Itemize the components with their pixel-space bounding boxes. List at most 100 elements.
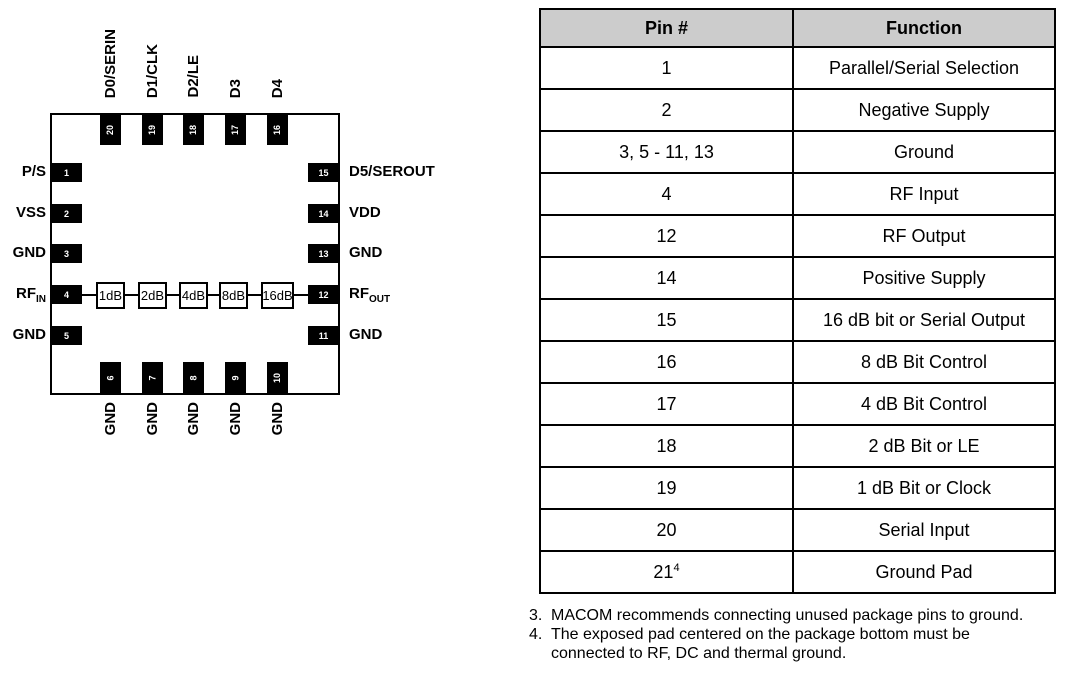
pin-4: 4 bbox=[51, 285, 82, 304]
pin-7: 7 bbox=[142, 362, 163, 393]
pin-18: 18 bbox=[183, 114, 204, 145]
function-cell: Positive Supply bbox=[792, 256, 1056, 300]
pin-number: 20 bbox=[105, 124, 116, 135]
pin-number: 18 bbox=[188, 124, 199, 135]
pin-number: 14 bbox=[318, 208, 329, 219]
pin-label: RFOUT bbox=[349, 285, 391, 305]
attenuator-block: 16dB bbox=[261, 282, 294, 309]
pin-label: RFIN bbox=[16, 285, 46, 305]
pin-number: 7 bbox=[147, 374, 158, 381]
pin-cell: 15 bbox=[539, 298, 794, 342]
function-cell: Ground bbox=[792, 130, 1056, 174]
pin-5: 5 bbox=[51, 326, 82, 345]
package-outline bbox=[50, 113, 340, 395]
pin-13: 13 bbox=[308, 244, 339, 263]
pin-number: 12 bbox=[318, 289, 329, 300]
pin-16: 16 bbox=[267, 114, 288, 145]
pin-label: VSS bbox=[15, 204, 46, 221]
pin-11: 11 bbox=[308, 326, 339, 345]
function-cell: 16 dB bit or Serial Output bbox=[792, 298, 1056, 342]
attenuator-block: 2dB bbox=[138, 282, 167, 309]
function-column-header: Function bbox=[792, 8, 1056, 48]
pin-6: 6 bbox=[100, 362, 121, 393]
pin-19: 19 bbox=[142, 114, 163, 145]
function-cell: Ground Pad bbox=[792, 550, 1056, 594]
pin-label: GND bbox=[102, 402, 119, 436]
pin-cell: 17 bbox=[539, 382, 794, 426]
function-cell: Serial Input bbox=[792, 508, 1056, 552]
footnote-text: MACOM recommends connecting unused packa… bbox=[551, 607, 1024, 624]
pin-14: 14 bbox=[308, 204, 339, 223]
footnote-number: 4. bbox=[529, 626, 543, 643]
pin-number: 4 bbox=[63, 289, 69, 300]
pin-cell: 214 bbox=[539, 550, 794, 594]
function-cell: Parallel/Serial Selection bbox=[792, 46, 1056, 90]
pin-number: 17 bbox=[230, 124, 241, 135]
pin-cell: 20 bbox=[539, 508, 794, 552]
pin-cell: 4 bbox=[539, 172, 794, 216]
attenuator-block: 4dB bbox=[179, 282, 208, 309]
pin-number: 15 bbox=[318, 167, 329, 178]
pin-label: D5/SEROUT bbox=[349, 163, 435, 180]
pin-cell: 16 bbox=[539, 340, 794, 384]
pin-label: D0/SERIN bbox=[102, 28, 119, 98]
pin-label: D1/CLK bbox=[144, 43, 161, 98]
footnote: 3. MACOM recommends connecting unused pac… bbox=[529, 606, 1041, 625]
function-cell: 4 dB Bit Control bbox=[792, 382, 1056, 426]
pin-number: 3 bbox=[63, 248, 69, 259]
pin-label: P/S bbox=[21, 163, 46, 180]
pin-number: 6 bbox=[105, 374, 116, 381]
pin-number: 1 bbox=[63, 167, 69, 178]
function-cell: Negative Supply bbox=[792, 88, 1056, 132]
pin-label: GND bbox=[12, 326, 46, 343]
pin-number: 8 bbox=[188, 374, 199, 381]
pin-10: 10 bbox=[267, 362, 288, 393]
pin-label: GND bbox=[269, 402, 286, 436]
pin-label: GND bbox=[144, 402, 161, 436]
pin-cell: 18 bbox=[539, 424, 794, 468]
pin-2: 2 bbox=[51, 204, 82, 223]
footnote-number: 3. bbox=[529, 607, 543, 624]
pin-label: D4 bbox=[269, 78, 286, 98]
pin-cell: 2 bbox=[539, 88, 794, 132]
pin-label: GND bbox=[349, 244, 383, 261]
pin-17: 17 bbox=[225, 114, 246, 145]
table-header-row: Pin # Function bbox=[539, 8, 1056, 48]
pin-label: D3 bbox=[227, 78, 244, 98]
pin-number: 16 bbox=[272, 124, 283, 135]
pin-number: 13 bbox=[318, 248, 329, 259]
attenuator-block: 8dB bbox=[219, 282, 248, 309]
pin-label: GND bbox=[12, 244, 46, 261]
pin-number: 19 bbox=[147, 124, 158, 135]
pin-label: GND bbox=[185, 402, 202, 436]
pin-cell: 19 bbox=[539, 466, 794, 510]
pin-label: D2/LE bbox=[185, 55, 202, 98]
pin-label: VDD bbox=[349, 204, 381, 221]
pin-cell: 14 bbox=[539, 256, 794, 300]
function-cell: 1 dB Bit or Clock bbox=[792, 466, 1056, 510]
pin-1: 1 bbox=[51, 163, 82, 182]
function-cell: 2 dB Bit or LE bbox=[792, 424, 1056, 468]
function-cell: 8 dB Bit Control bbox=[792, 340, 1056, 384]
pin-number: 10 bbox=[272, 372, 283, 383]
pin-number: 9 bbox=[230, 374, 241, 381]
pin-number: 2 bbox=[63, 208, 69, 219]
pin-number: 11 bbox=[318, 330, 329, 341]
pin-3: 3 bbox=[51, 244, 82, 263]
pin-15: 15 bbox=[308, 163, 339, 182]
pin-number: 5 bbox=[63, 330, 69, 341]
